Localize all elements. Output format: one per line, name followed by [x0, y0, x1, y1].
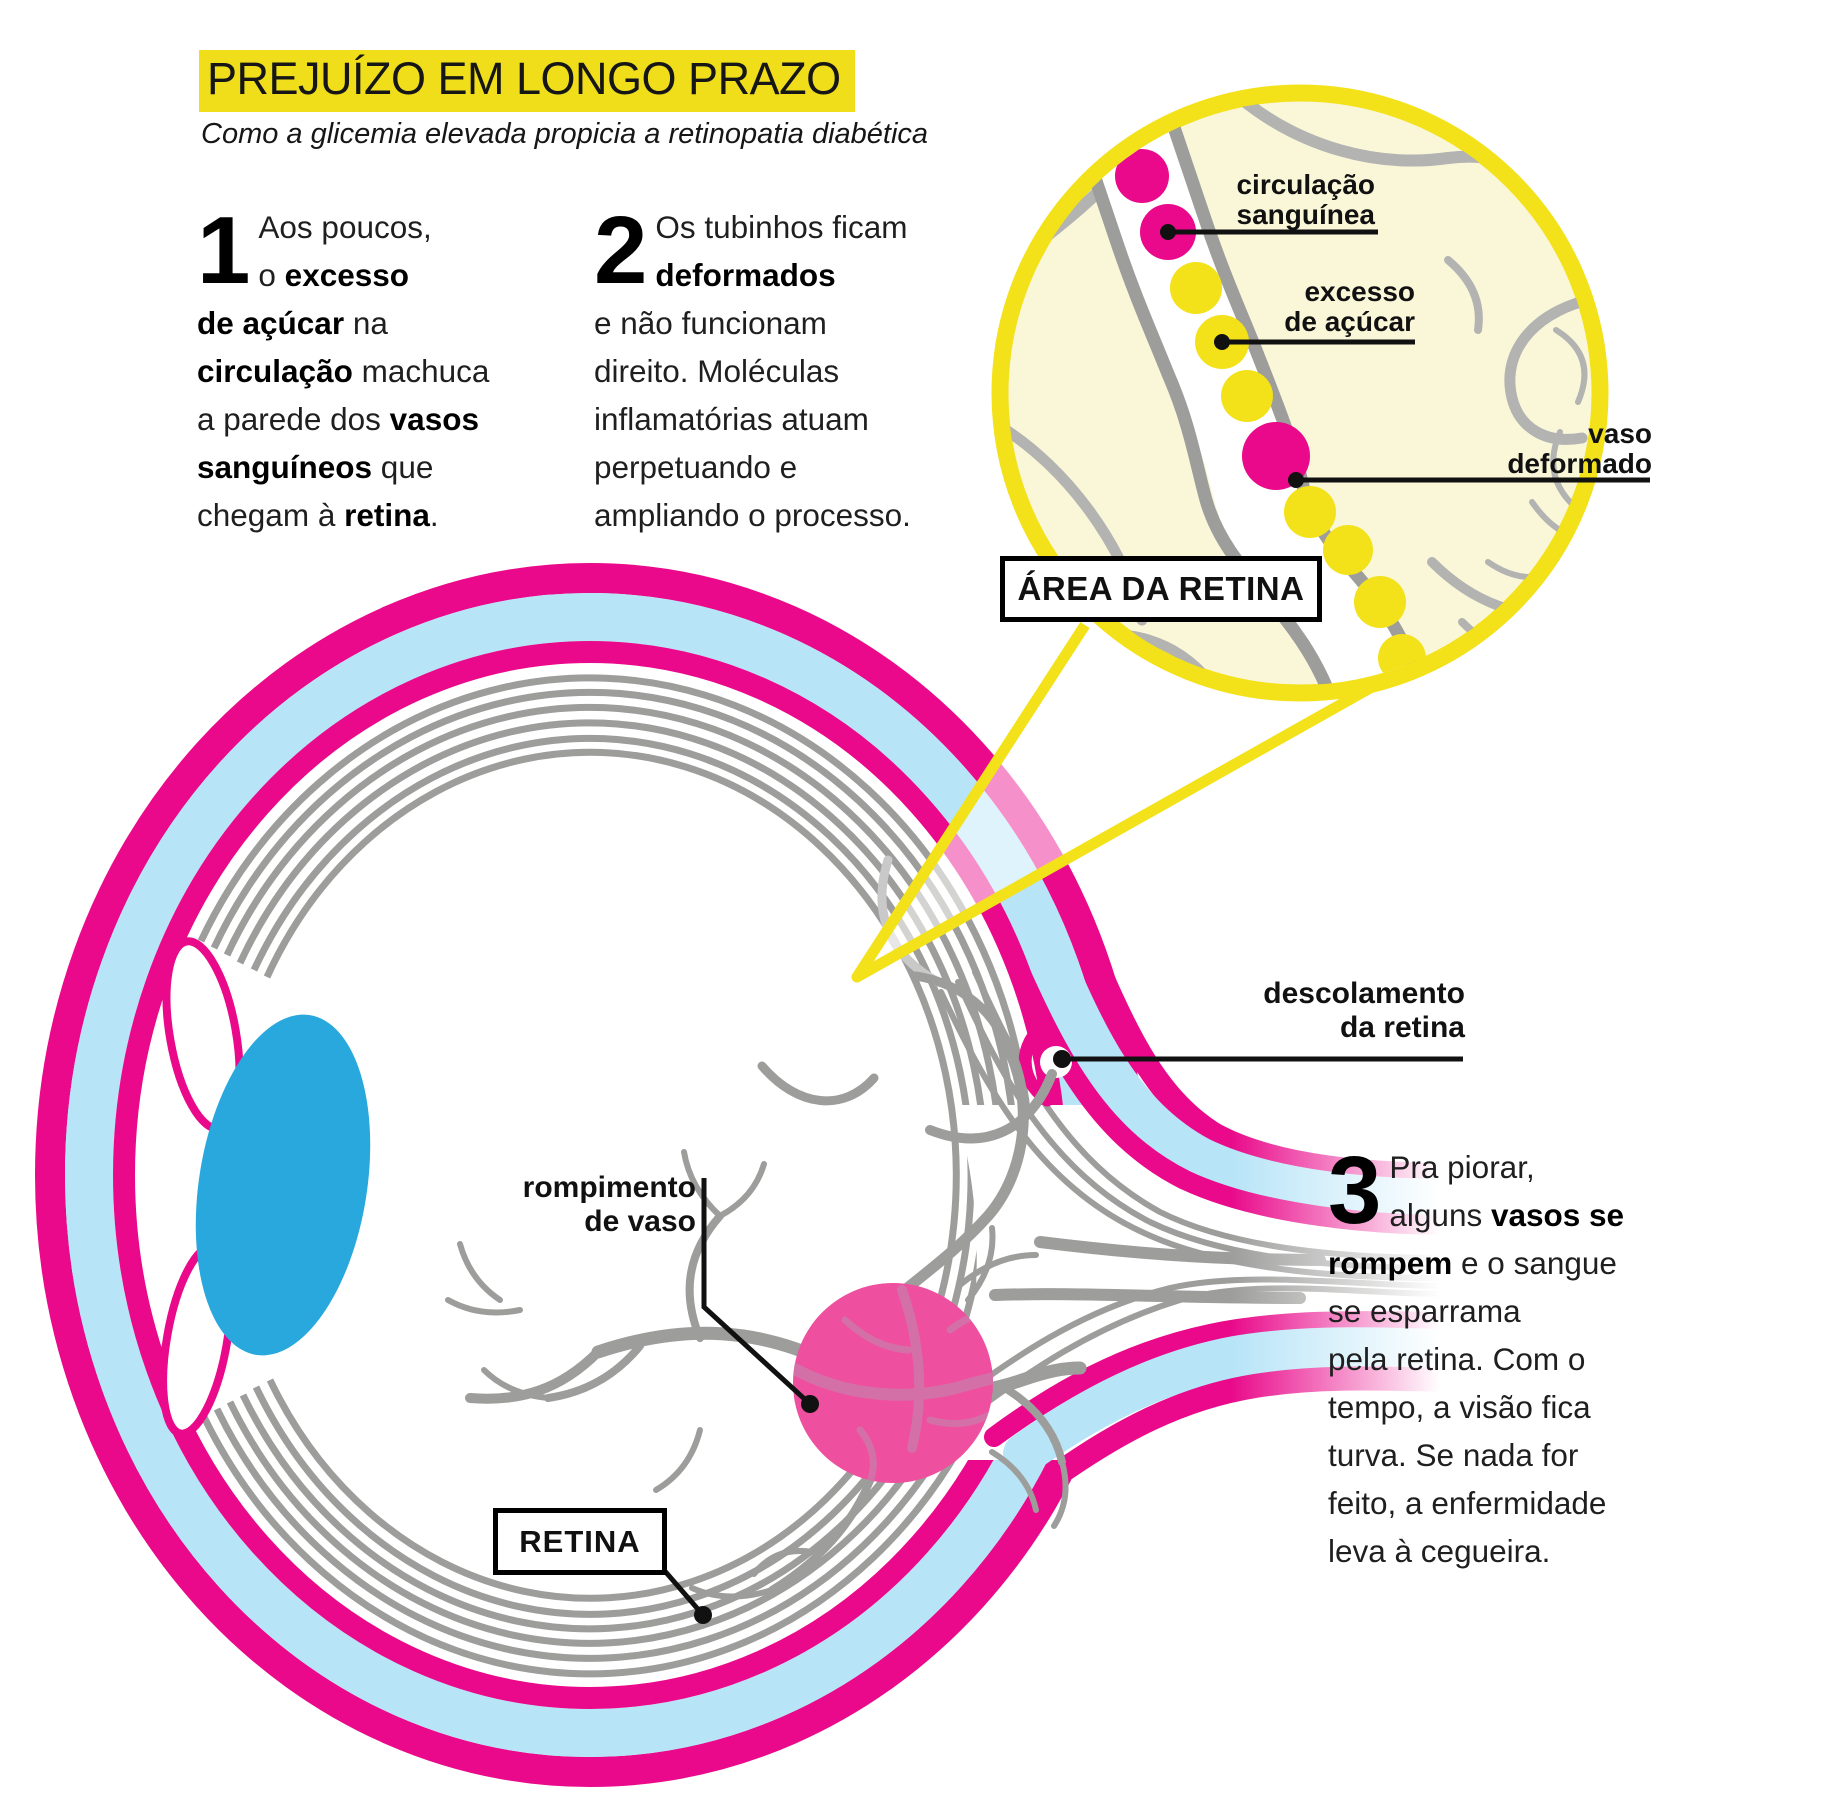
- step-1-number: 1: [197, 197, 250, 304]
- label-excess-sugar-line1: excesso: [1304, 276, 1415, 307]
- label-retinal-detachment-line2: da retina: [1339, 1011, 1465, 1044]
- nerve-fadeout: [1230, 1060, 1560, 1480]
- label-deformed-vessel: vaso deformado: [1507, 419, 1652, 479]
- label-vessel-rupture: rompimento de vaso: [523, 1171, 696, 1239]
- label-deformed-vessel-line1: vaso: [1588, 418, 1652, 449]
- label-blood-circulation: circulação sanguínea: [1236, 170, 1375, 230]
- vessel-rupture-hemorrhage: [793, 1283, 993, 1483]
- label-retinal-detachment: descolamento da retina: [1263, 977, 1465, 1045]
- blood-cells-and-sugar: [1089, 101, 1426, 682]
- label-blood-circulation-line2: sanguínea: [1236, 199, 1375, 230]
- lens: [195, 1014, 371, 1356]
- step-2-number: 2: [594, 197, 647, 304]
- label-vessel-rupture-line1: rompimento: [522, 1171, 696, 1204]
- step-3-number: 3: [1328, 1137, 1381, 1244]
- retina-area-box-label: ÁREA DA RETINA: [1000, 556, 1322, 622]
- page-subtitle: Como a glicemia elevada propicia a retin…: [201, 118, 929, 150]
- inset-pointers: [1160, 224, 1650, 488]
- label-deformed-vessel-line2: deformado: [1507, 448, 1652, 479]
- label-vessel-rupture-line2: de vaso: [584, 1205, 696, 1238]
- retina-box-label: RETINA: [493, 1508, 667, 1575]
- anterior-eye: [159, 937, 371, 1438]
- label-blood-circulation-line1: circulação: [1236, 169, 1375, 200]
- page-title: PREJUÍZO EM LONGO PRAZO: [199, 50, 855, 112]
- label-excess-sugar: excesso de açúcar: [1284, 277, 1415, 337]
- label-excess-sugar-line2: de açúcar: [1284, 306, 1415, 337]
- label-retinal-detachment-line1: descolamento: [1263, 977, 1465, 1010]
- zoom-cone-lines: [851, 607, 1508, 983]
